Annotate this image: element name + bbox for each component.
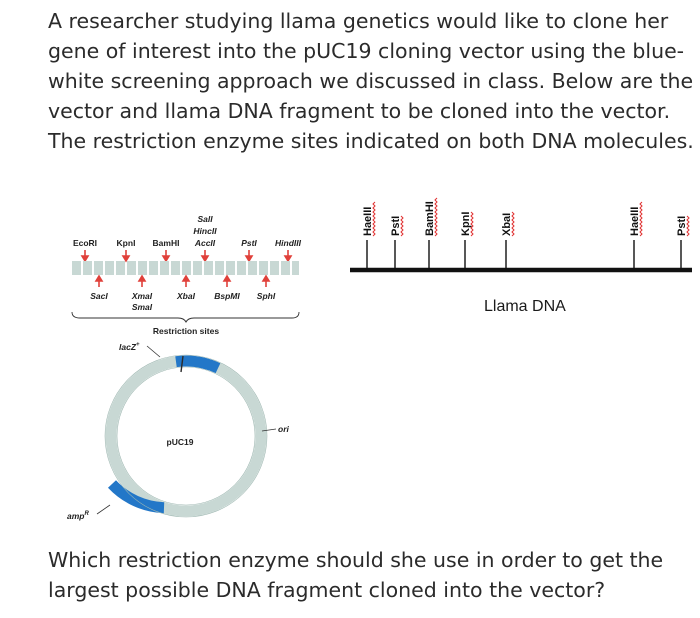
site-label-hindiii: HindIII (275, 238, 302, 248)
site-label-xmai: XmaI (131, 291, 153, 301)
bottom-arrows (94, 274, 271, 287)
arrow-bspmi (222, 274, 232, 287)
amp-label: ampR (67, 511, 89, 521)
arrow-bamhi (161, 250, 171, 263)
restriction-sites-label: Restriction sites (153, 326, 219, 336)
plasmid-ring (105, 355, 267, 517)
brace (71, 311, 300, 324)
arrow-ecori (80, 250, 90, 263)
vector-diagram: EcoRI KpnI BamHI SalI HincII AccII PstI … (67, 214, 302, 521)
llama-site-bamhi: BamHI (424, 201, 436, 236)
llama-site-haeiii-1: HaeIII (362, 207, 374, 236)
llama-site-psti-1: PstI (390, 216, 402, 236)
question-intro: A researcher studying llama genetics wou… (48, 9, 694, 153)
arrow-accii (200, 250, 210, 263)
site-label-saci: SacI (90, 291, 108, 301)
lacz-label: lacZ+ (119, 342, 140, 352)
arrow-sphi (261, 274, 271, 287)
llama-site-ticks (366, 240, 682, 270)
site-label-bamhi: BamHI (153, 238, 180, 248)
llama-site-psti-2: PstI (676, 216, 688, 236)
site-label-accii: AccII (194, 238, 216, 248)
arrow-saci (94, 274, 104, 287)
site-label-kpni: KpnI (117, 238, 136, 248)
arrow-xmai (137, 274, 147, 287)
mcs-insertion-mark (180, 355, 184, 373)
llama-site-kpni: KpnI (460, 212, 472, 236)
arrow-psti (244, 250, 254, 263)
arrow-hindiii (283, 250, 293, 263)
ori-label: ori (278, 424, 290, 434)
spellcheck-squiggles (372, 197, 690, 237)
question-prompt: Which restriction enzyme should she use … (48, 548, 664, 602)
arrow-xbai (181, 274, 191, 287)
arrow-kpni (121, 250, 131, 263)
llama-dna-label: Llama DNA (484, 298, 566, 315)
llama-site-xbai: XbaI (501, 213, 513, 236)
site-label-psti: PstI (241, 238, 257, 248)
site-label-xbai: XbaI (176, 291, 196, 301)
llama-dna-diagram: HaeIII PstI BamHI KpnI XbaI HaeIII PstI … (350, 197, 692, 315)
site-label-hincii: HincII (193, 226, 217, 236)
site-label-sphi: SphI (257, 291, 276, 301)
plasmid-label: pUC19 (167, 437, 194, 447)
mcs-bar (72, 261, 299, 275)
top-arrows (80, 250, 293, 263)
site-label-bspmi: BspMI (214, 291, 240, 301)
llama-site-haeiii-2: HaeIII (629, 207, 641, 236)
site-label-ecori: EcoRI (73, 238, 97, 248)
site-label-smai: SmaI (132, 302, 153, 312)
llama-site-labels: HaeIII PstI BamHI KpnI XbaI HaeIII PstI (362, 201, 688, 236)
site-label-sali: SalI (197, 214, 213, 224)
